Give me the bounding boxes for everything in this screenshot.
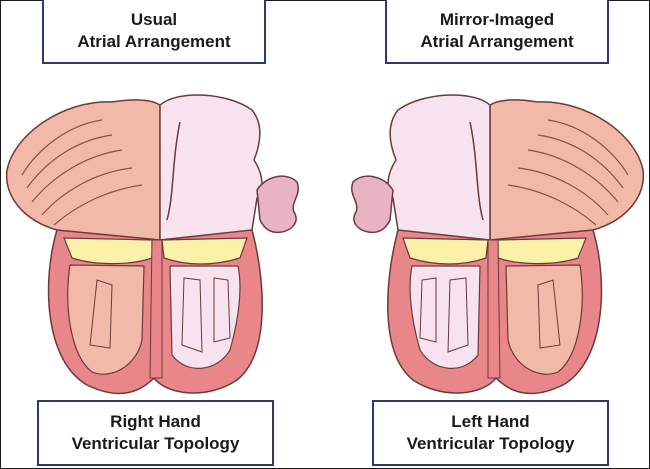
label-mirror-imaged-atrial-arrangement: Mirror-Imaged Atrial Arrangement bbox=[385, 0, 609, 64]
label-line: Ventricular Topology bbox=[406, 434, 575, 453]
papillary-muscle bbox=[419, 277, 437, 343]
papillary-muscle bbox=[537, 279, 561, 349]
left-atrium bbox=[159, 94, 263, 241]
atrial-septum bbox=[469, 121, 484, 221]
papillary-muscle bbox=[447, 277, 469, 353]
valve-plane bbox=[63, 237, 153, 265]
label-line: Usual bbox=[130, 10, 178, 29]
ventricular-septum bbox=[487, 239, 501, 379]
atrial-septum bbox=[166, 121, 181, 221]
heart-illustration bbox=[5, 94, 299, 395]
pectinate-lines bbox=[507, 119, 629, 226]
valve-plane bbox=[161, 237, 248, 265]
label-line: Right Hand bbox=[110, 412, 201, 431]
papillary-muscle bbox=[89, 279, 113, 349]
label-line: Mirror-Imaged bbox=[439, 10, 555, 29]
papillary-muscle bbox=[181, 277, 203, 353]
pectinate-lines bbox=[21, 119, 143, 226]
label-line: Atrial Arrangement bbox=[77, 32, 231, 51]
label-line: Ventricular Topology bbox=[71, 434, 240, 453]
right-atrium bbox=[489, 99, 645, 241]
left-atrial-appendage bbox=[351, 175, 394, 234]
papillary-muscle bbox=[213, 277, 231, 343]
label-right-hand-ventricular-topology: Right Hand Ventricular Topology bbox=[37, 400, 274, 466]
left-atrial-appendage bbox=[256, 175, 299, 234]
valve-plane bbox=[402, 237, 489, 265]
left-atrium bbox=[387, 94, 491, 241]
label-line: Left Hand bbox=[451, 412, 530, 431]
label-usual-atrial-arrangement: Usual Atrial Arrangement bbox=[42, 0, 266, 64]
label-left-hand-ventricular-topology: Left Hand Ventricular Topology bbox=[372, 400, 609, 466]
right-atrium bbox=[5, 99, 161, 241]
heart-illustration bbox=[351, 94, 645, 395]
valve-plane bbox=[497, 237, 587, 265]
label-line: Atrial Arrangement bbox=[420, 32, 574, 51]
ventricular-septum bbox=[149, 239, 163, 379]
heart-diagram-mirror-imaged bbox=[351, 94, 645, 395]
heart-diagram-usual bbox=[5, 94, 299, 395]
